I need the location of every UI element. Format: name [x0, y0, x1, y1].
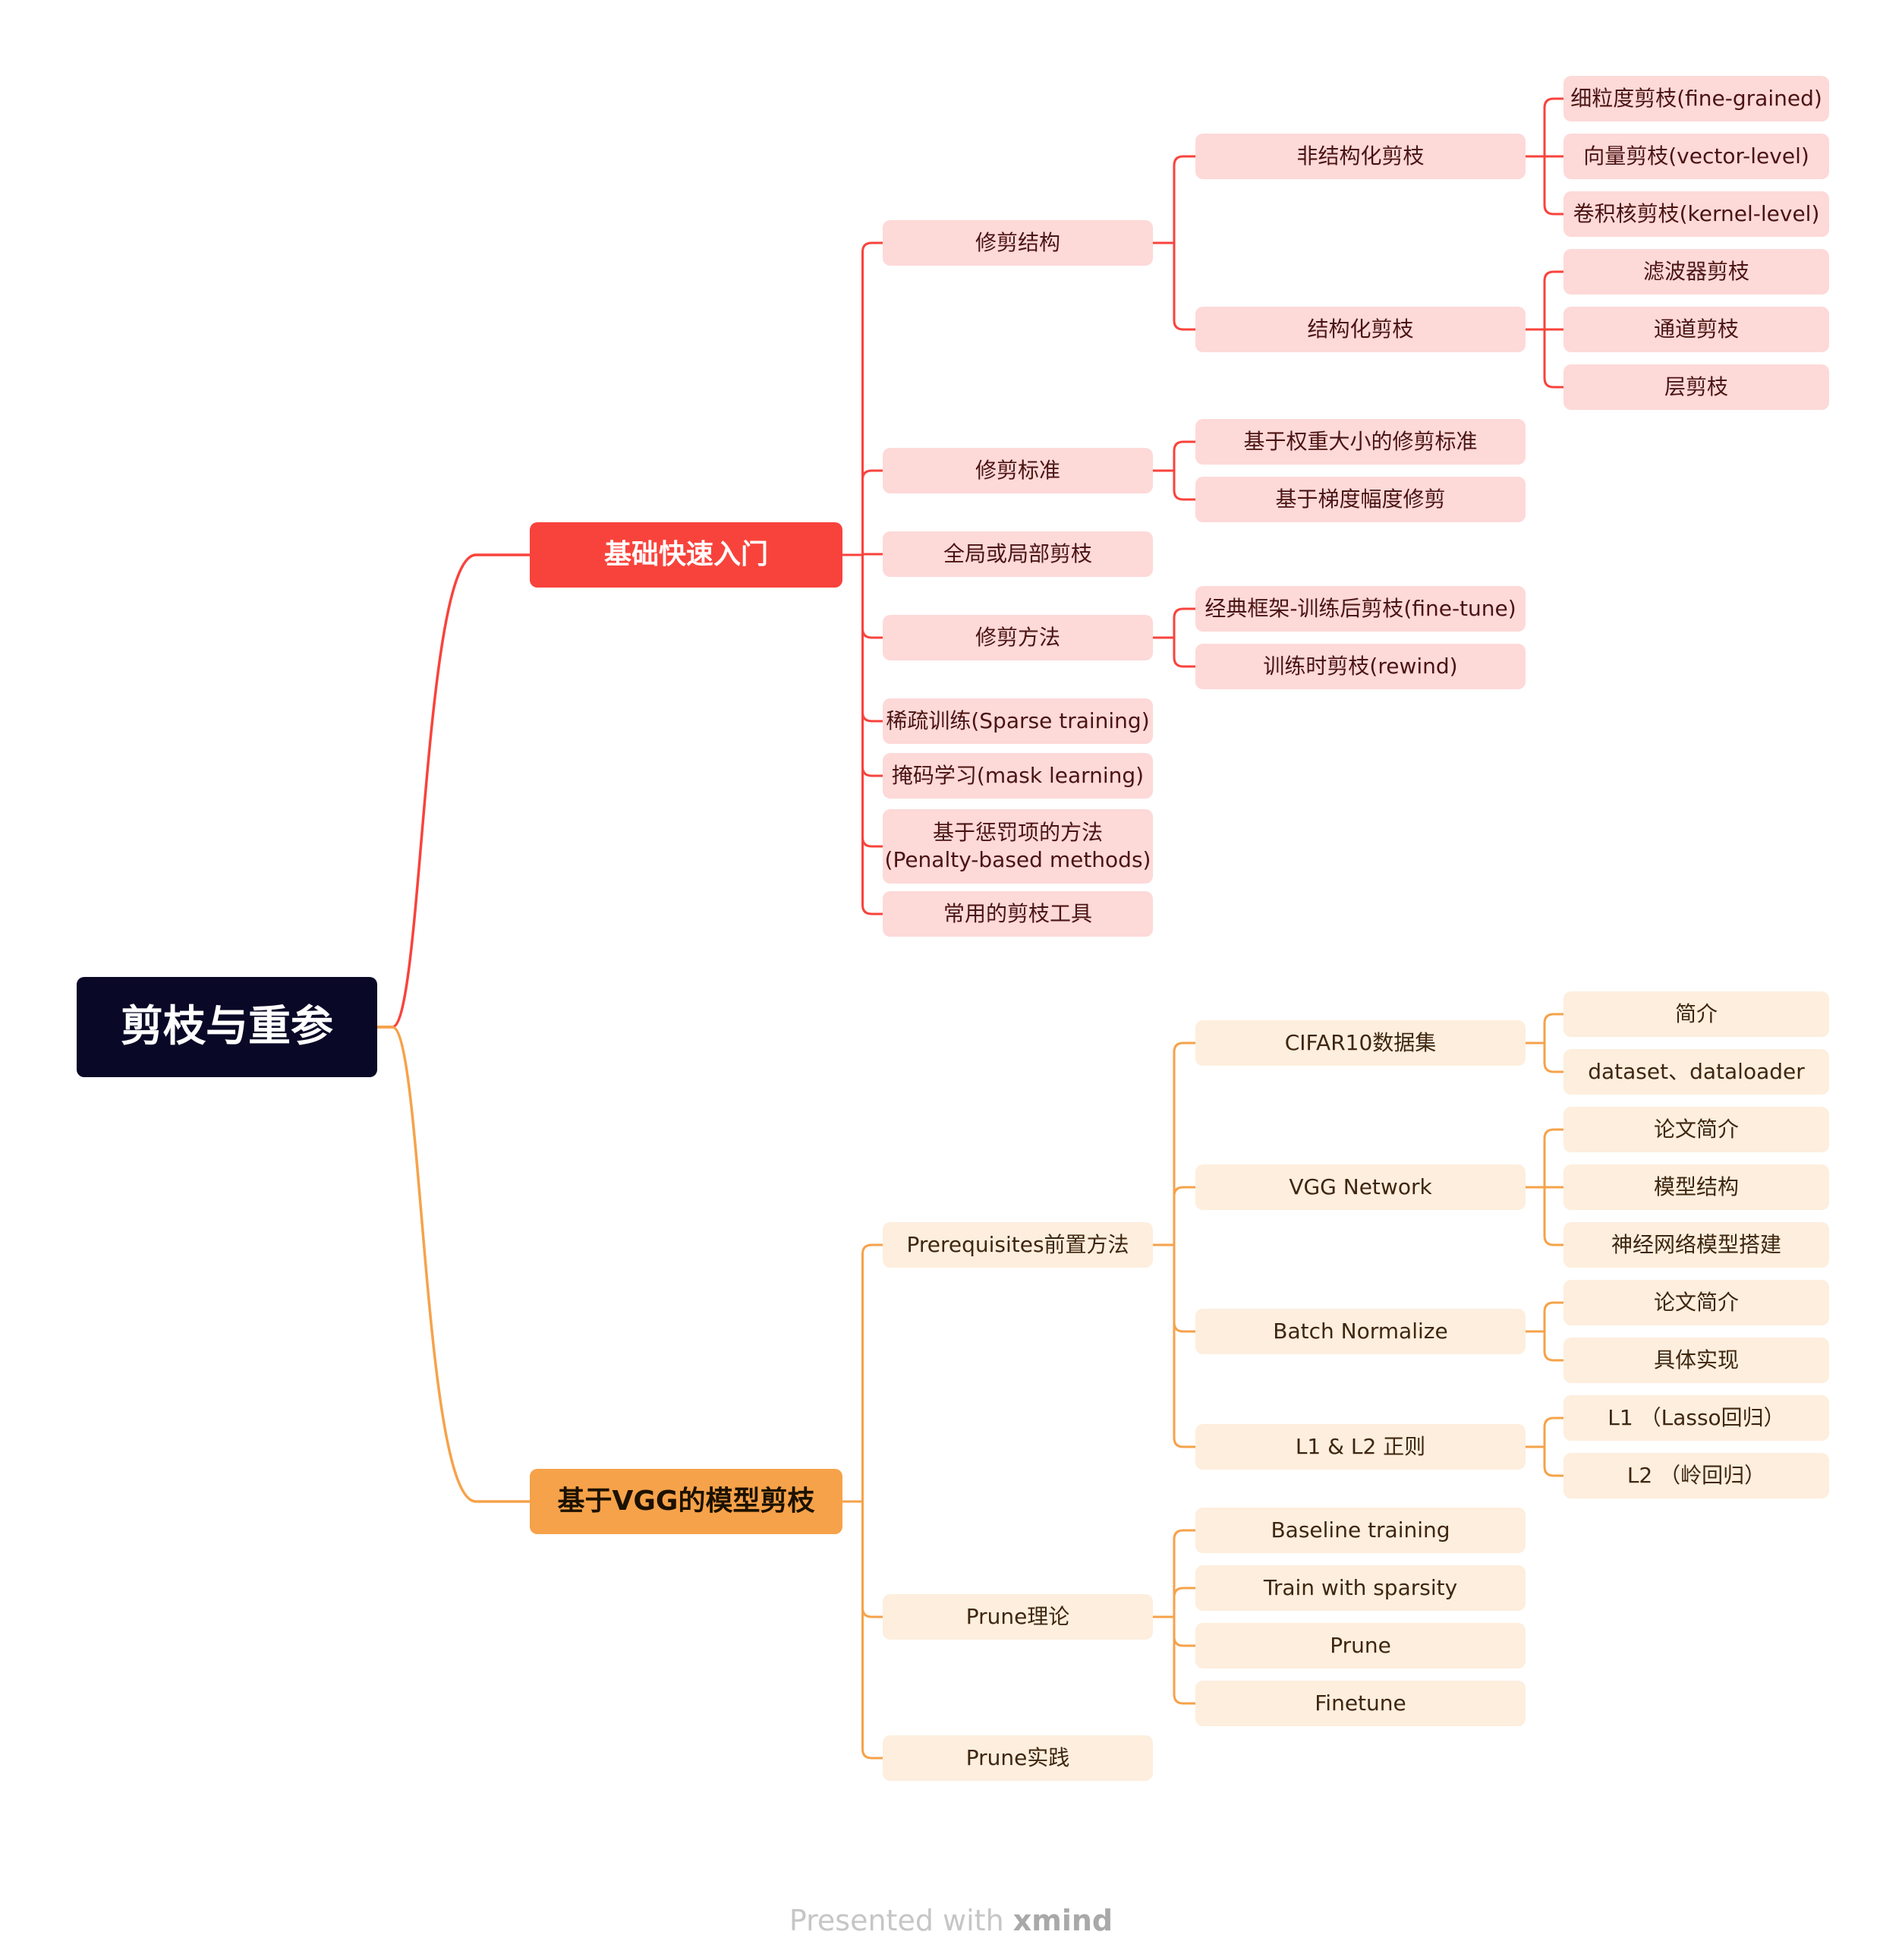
- topic-penalty-based[interactable]: 基于惩罚项的方法 (Penalty-based methods): [883, 809, 1153, 884]
- connector: [861, 553, 884, 848]
- connector: [861, 553, 884, 639]
- connector: [1173, 241, 1197, 331]
- topic-train-with-sparsity[interactable]: Train with sparsity: [1195, 1565, 1526, 1611]
- topic-bn-implementation[interactable]: 具体实现: [1563, 1338, 1829, 1383]
- topic-mask-learning[interactable]: 掩码学习(mask learning): [883, 753, 1153, 799]
- topic-vgg-build[interactable]: 神经网络模型搭建: [1563, 1222, 1829, 1268]
- xmind-brand: xmind: [1012, 1904, 1113, 1937]
- topic-prune-structure[interactable]: 修剪结构: [883, 220, 1153, 266]
- connector: [1543, 1013, 1565, 1045]
- topic-unstructured-pruning[interactable]: 非结构化剪枝: [1195, 134, 1526, 179]
- connector: [1173, 155, 1197, 244]
- connector: [1543, 1301, 1565, 1333]
- connector: [861, 1500, 884, 1618]
- topic-vector-level[interactable]: 向量剪枝(vector-level): [1563, 134, 1829, 179]
- connector: [1543, 97, 1565, 158]
- connector: [1173, 1587, 1197, 1618]
- connector: [1173, 1615, 1197, 1647]
- topic-batch-normalize[interactable]: Batch Normalize: [1195, 1309, 1526, 1354]
- topic-prerequisites[interactable]: Prerequisites前置方法: [883, 1222, 1153, 1268]
- topic-channel-pruning[interactable]: 通道剪枝: [1563, 307, 1829, 352]
- topic-cifar-intro[interactable]: 简介: [1563, 991, 1829, 1037]
- connector: [376, 553, 531, 1029]
- topic-vgg-paper[interactable]: 论文简介: [1563, 1107, 1829, 1152]
- topic-prune-methods[interactable]: 修剪方法: [883, 615, 1153, 660]
- topic-cifar10[interactable]: CIFAR10数据集: [1195, 1020, 1526, 1066]
- footer-prefix: Presented with: [789, 1904, 1013, 1937]
- connector: [1543, 1128, 1565, 1189]
- topic-finetune[interactable]: Finetune: [1195, 1681, 1526, 1726]
- topic-kernel-level[interactable]: 卷积核剪枝(kernel-level): [1563, 191, 1829, 237]
- topic-prune-criteria[interactable]: 修剪标准: [883, 448, 1153, 493]
- connector: [1173, 607, 1197, 639]
- connector: [1543, 1186, 1565, 1246]
- topic-vgg-structure[interactable]: 模型结构: [1563, 1164, 1829, 1210]
- connector: [1173, 1243, 1197, 1333]
- connector: [1173, 1041, 1197, 1246]
- connector: [1543, 1416, 1565, 1448]
- topic-filter-pruning[interactable]: 滤波器剪枝: [1563, 249, 1829, 295]
- connector: [1173, 1243, 1197, 1448]
- connector: [376, 1026, 531, 1503]
- topic-vgg-network[interactable]: VGG Network: [1195, 1164, 1526, 1210]
- topic-classic-framework[interactable]: 经典框架-训练后剪枝(fine-tune): [1195, 586, 1526, 632]
- presented-with-xmind-footer: Presented with xmind: [0, 1904, 1902, 1937]
- topic-prune[interactable]: Prune: [1195, 1623, 1526, 1669]
- topic-layer-pruning[interactable]: 层剪枝: [1563, 364, 1829, 410]
- connector: [1173, 1529, 1197, 1618]
- topic-prune-practice[interactable]: Prune实践: [883, 1735, 1153, 1781]
- topic-fine-grained[interactable]: 细粒度剪枝(fine-grained): [1563, 76, 1829, 121]
- connector: [861, 1500, 884, 1760]
- topic-bn-paper[interactable]: 论文简介: [1563, 1280, 1829, 1325]
- connector: [861, 241, 884, 556]
- connector: [1173, 1615, 1197, 1705]
- topic-pruning-tools[interactable]: 常用的剪枝工具: [883, 891, 1153, 937]
- connector: [861, 553, 884, 777]
- topic-structured-pruning[interactable]: 结构化剪枝: [1195, 307, 1526, 352]
- branch-basics[interactable]: 基础快速入门: [530, 522, 842, 588]
- topic-rewind[interactable]: 训练时剪枝(rewind): [1195, 644, 1526, 689]
- topic-dataset-dataloader[interactable]: dataset、dataloader: [1563, 1049, 1829, 1095]
- topic-l2-ridge[interactable]: L2 （岭回归）: [1563, 1453, 1829, 1498]
- connector: [861, 1243, 884, 1503]
- connector: [1173, 636, 1197, 668]
- connector: [1173, 440, 1197, 472]
- topic-l1-l2-regularization[interactable]: L1 & L2 正则: [1195, 1424, 1526, 1470]
- connector: [861, 469, 884, 556]
- connector: [1543, 328, 1565, 389]
- connector: [1173, 469, 1197, 501]
- root-topic[interactable]: 剪枝与重参: [77, 977, 377, 1077]
- topic-weight-magnitude[interactable]: 基于权重大小的修剪标准: [1195, 419, 1526, 465]
- connector: [1543, 1445, 1565, 1477]
- topic-gradient-magnitude[interactable]: 基于梯度幅度修剪: [1195, 477, 1526, 522]
- connector: [861, 553, 884, 915]
- topic-sparse-training[interactable]: 稀疏训练(Sparse training): [883, 698, 1153, 744]
- topic-global-or-local[interactable]: 全局或局部剪枝: [883, 531, 1153, 577]
- topic-l1-lasso[interactable]: L1 （Lasso回归）: [1563, 1395, 1829, 1441]
- connector: [1173, 1186, 1197, 1246]
- connector: [1543, 1330, 1565, 1362]
- connector: [1543, 270, 1565, 331]
- topic-prune-theory[interactable]: Prune理论: [883, 1594, 1153, 1640]
- branch-vgg-pruning[interactable]: 基于VGG的模型剪枝: [530, 1469, 842, 1534]
- connector: [1543, 1041, 1565, 1073]
- connector: [1543, 155, 1565, 216]
- topic-baseline-training[interactable]: Baseline training: [1195, 1508, 1526, 1553]
